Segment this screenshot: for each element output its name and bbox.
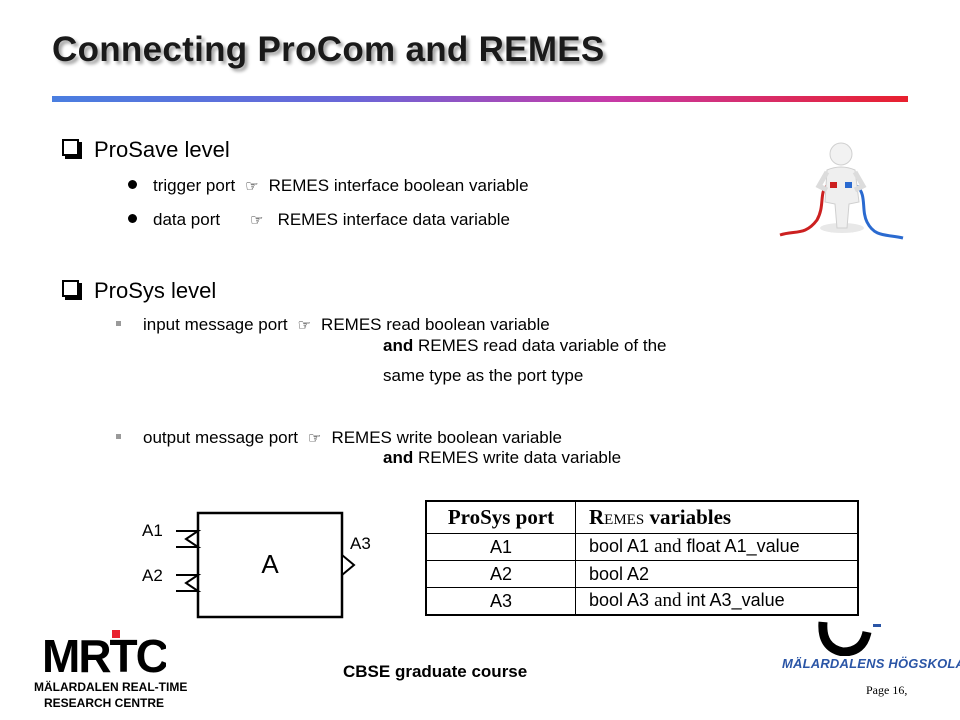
prosys-output-cont1: and REMES write data variable [383,448,622,467]
pointing-hand-icon: ☞ [297,317,312,334]
table-row: A2 bool A2 [425,560,859,588]
title-underline [52,96,908,102]
component-label: A [261,549,279,579]
prosys-input-cont2: same type as the port type [383,366,584,385]
prosys-output-line: output message port☞REMES write boolean … [116,428,562,448]
prosys-heading: ProSys level [62,278,216,304]
mrtc-logo-text: MÄLARDALEN REAL-TIME RESEARCH CENTRE [34,680,188,710]
port-a3-output-icon [341,552,356,578]
table-header-row: ProSys port REMES variables [425,500,859,534]
header-prosys-port: ProSys port [425,500,576,534]
mrtc-logo-mark: MRTC [42,630,166,676]
mdh-logo-emblem [818,621,881,656]
square-bullet-icon [116,321,121,326]
port-a2-trigger-icon [176,574,202,592]
port-mapping-table: ProSys port REMES variables A1 bool A1 a… [425,500,859,616]
prosys-input-cont1: and REMES read data variable of the [383,336,667,355]
port-a1-trigger-icon [176,530,202,548]
slide-title: Connecting ProCom and REMES [52,30,605,69]
component-diagram: A A1 A2 A3 [142,511,371,619]
table-row: A3 bool A3 and int A3_value [425,587,859,616]
port-cell: A3 [425,587,576,616]
checkbox-bullet-icon [62,280,79,297]
table-row: A1 bool A1 and float A1_value [425,533,859,561]
header-remes-variables: REMES variables [575,500,859,534]
person-with-cables-illustration [779,142,904,240]
variables-cell: bool A1 and float A1_value [575,533,859,561]
port-cell: A2 [425,560,576,588]
port-label-a2: A2 [142,566,163,585]
footer-course: CBSE graduate course [343,662,528,681]
bullet-dot-icon [128,214,137,223]
prosave-item-trigger: trigger port☞REMES interface boolean var… [128,176,529,196]
bullet-dot-icon [128,180,137,189]
port-cell: A1 [425,533,576,561]
pointing-hand-icon: ☞ [250,212,264,229]
pointing-hand-icon: ☞ [307,430,322,447]
checkbox-bullet-icon [62,139,79,156]
port-label-a1: A1 [142,521,163,540]
prosave-heading: ProSave level [62,137,230,163]
svg-text:MRTC: MRTC [42,630,166,676]
pointing-hand-icon: ☞ [245,178,259,195]
mdh-logo-text: MÄLARDALENS HÖGSKOLA [782,656,960,671]
variables-cell: bool A3 and int A3_value [575,587,859,616]
port-label-a3: A3 [350,534,371,553]
variables-cell: bool A2 [575,560,859,588]
prosys-input-line: input message port☞REMES read boolean va… [116,315,550,335]
square-bullet-icon [116,434,121,439]
prosave-item-data: data port☞REMES interface data variable [128,210,510,230]
page-number: Page 16, [866,683,908,697]
